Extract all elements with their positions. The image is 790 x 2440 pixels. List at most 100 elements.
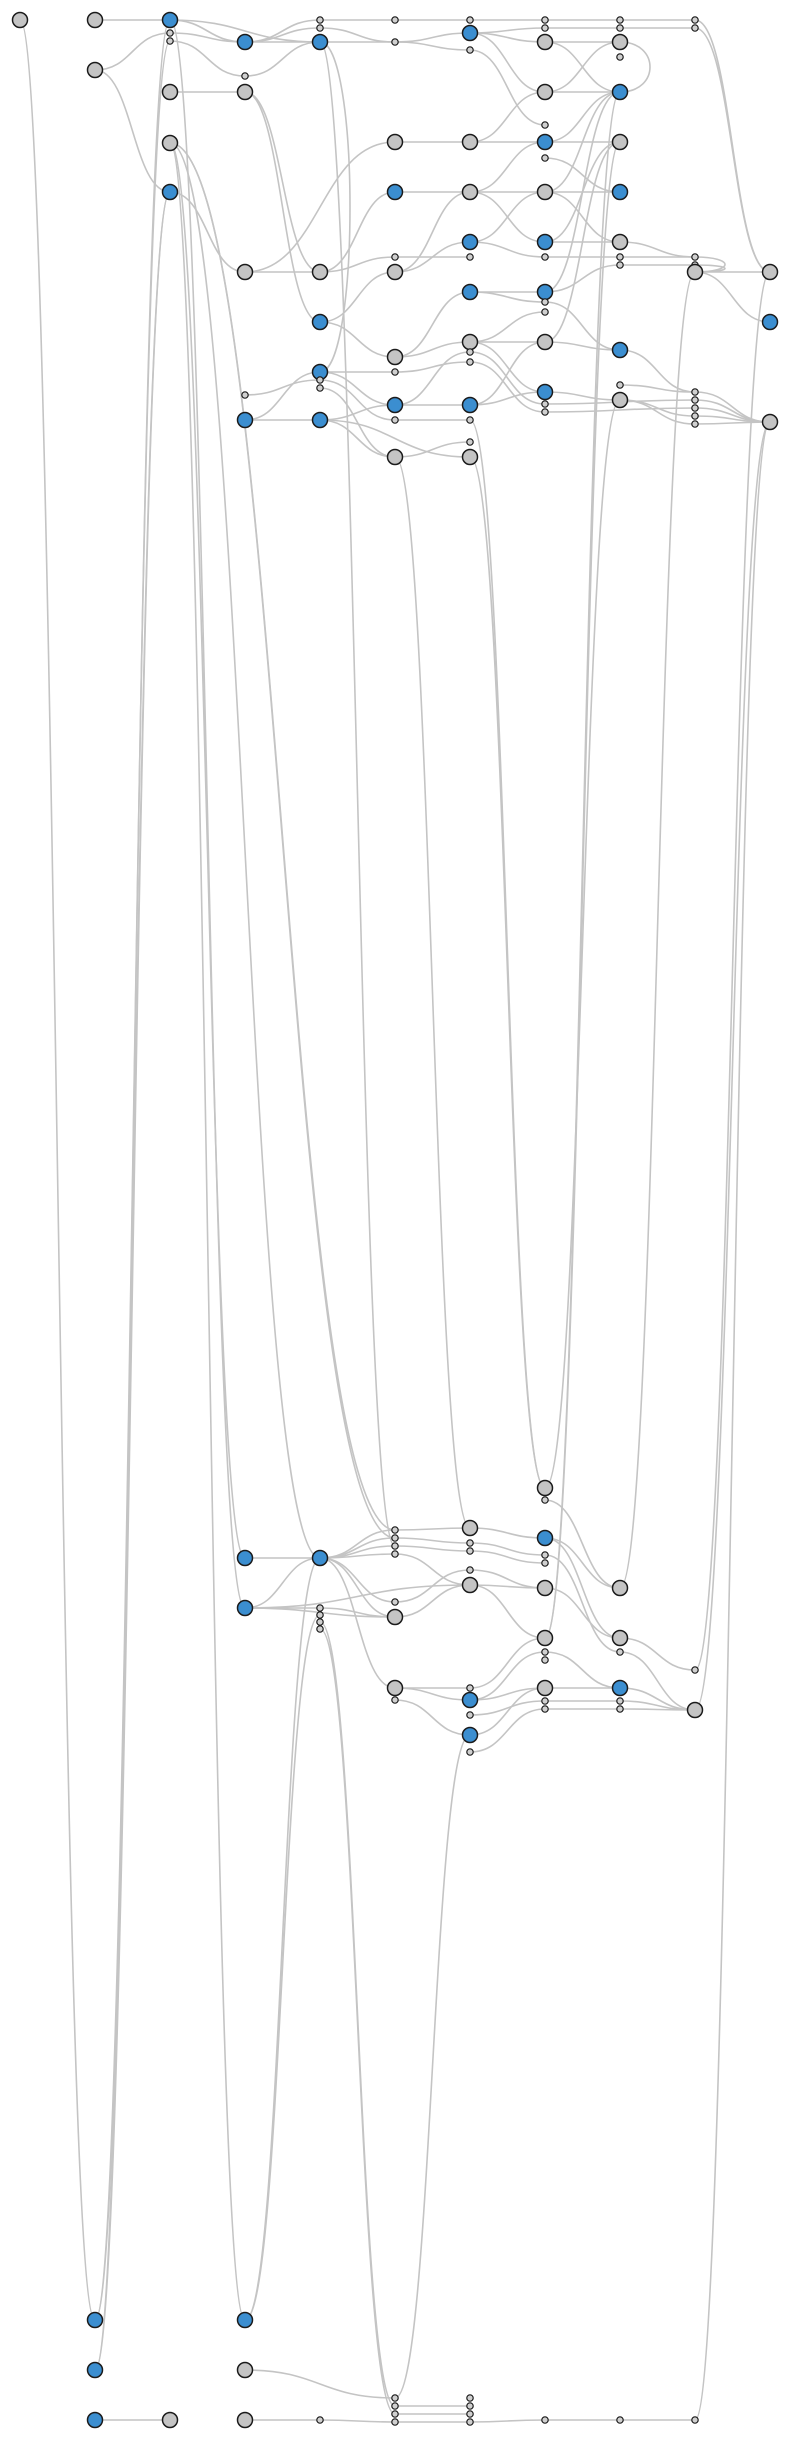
edge-g5-h7s	[469, 241, 546, 258]
edge-d2-e5	[244, 91, 321, 323]
edge-g16s-h15s2	[469, 1708, 546, 1753]
edge-b2-c1s1	[94, 32, 171, 71]
junction-node	[391, 1534, 399, 1542]
junction-node	[541, 121, 549, 129]
gray-node	[236, 83, 254, 101]
junction-node	[466, 253, 474, 261]
edge-j4s4-k3	[694, 415, 771, 423]
edge-c1s2-d1s	[169, 40, 246, 77]
edge-g8-h9	[469, 341, 546, 406]
gray-node	[536, 183, 554, 201]
edge-g17s4-h16s	[469, 2419, 546, 2423]
blue-node	[236, 2311, 254, 2329]
edge-h13-i11	[544, 1587, 621, 1639]
edge-h14-i4	[544, 141, 621, 1639]
junction-node	[391, 2402, 399, 2410]
blue-node	[161, 183, 179, 201]
edge-h8-i7s2	[544, 264, 621, 293]
edge-d1-e1s	[244, 19, 321, 43]
edge-layer	[19, 19, 771, 2423]
blue-node	[311, 1549, 329, 1567]
edge-g10-h11	[469, 456, 546, 1489]
edge-i2-i3	[619, 41, 651, 93]
junction-node	[391, 1696, 399, 1704]
edge-b2-c4	[94, 69, 171, 193]
edge-g7s2-h10s2	[469, 361, 546, 413]
gray-node	[386, 1679, 404, 1697]
edge-j7s-k3	[694, 421, 771, 2421]
blue-node	[611, 83, 629, 101]
edge-d1s-e3	[244, 41, 321, 77]
junction-node	[616, 381, 624, 389]
edge-i8-j4s1	[619, 349, 696, 393]
edge-e9s1-f12	[319, 1607, 396, 1618]
junction-node	[466, 1711, 474, 1719]
gray-node	[236, 2411, 254, 2429]
blue-node	[236, 1599, 254, 1617]
junction-node	[541, 1705, 549, 1713]
blue-node	[461, 1691, 479, 1709]
edge-h9-i4	[544, 141, 621, 343]
edge-g13-h14	[469, 1584, 546, 1639]
edge-e7-g10	[319, 419, 471, 458]
gray-node	[761, 263, 779, 281]
junction-node	[541, 16, 549, 24]
junction-node	[391, 2410, 399, 2418]
gray-node	[611, 1579, 629, 1597]
gray-node	[86, 61, 104, 79]
edge-g15s-h15s1	[469, 1700, 546, 1716]
edge-f6-g5	[394, 241, 471, 273]
edge-f8-g7s1	[394, 351, 471, 406]
junction-node	[691, 1666, 699, 1674]
edge-d7-e9s2	[244, 1614, 321, 2321]
edge-g6-h8s1	[469, 291, 546, 303]
junction-node	[541, 1648, 549, 1656]
gray-node	[161, 83, 179, 101]
edge-h12s1-i12s	[544, 1554, 621, 1653]
blue-node	[311, 411, 329, 429]
edge-g11s2-h12s2	[469, 1550, 546, 1564]
edge-c1-e3	[169, 19, 321, 43]
edge-j4s5-k3	[694, 421, 771, 425]
gray-node	[386, 448, 404, 466]
gray-node	[611, 33, 629, 51]
gray-node	[386, 133, 404, 151]
edge-d8-f14s1	[244, 2369, 396, 2399]
junction-node	[466, 416, 474, 424]
edge-g4-h5	[469, 141, 546, 193]
gray-node	[386, 348, 404, 366]
junction-node	[616, 24, 624, 32]
junction-node	[466, 2418, 474, 2426]
junction-node	[691, 24, 699, 32]
edge-f12-g13	[394, 1584, 471, 1618]
edge-e8-f10s2	[319, 1537, 396, 1559]
edge-g7-h8s2	[469, 311, 546, 343]
edge-f9-g9s	[394, 441, 471, 458]
gray-node	[611, 233, 629, 251]
junction-node	[466, 2410, 474, 2418]
edge-g11-h12	[469, 1527, 546, 1539]
junction-node	[616, 261, 624, 269]
edge-h10-i9	[544, 391, 621, 401]
edge-e8-f13	[319, 1557, 396, 1689]
gray-node	[461, 1519, 479, 1537]
edge-e8-f10s4	[319, 1553, 396, 1559]
edge-c3-e8	[169, 142, 321, 1559]
blue-node	[86, 2411, 104, 2429]
edge-g13-h13	[469, 1584, 546, 1589]
blue-node	[761, 313, 779, 331]
junction-node	[541, 154, 549, 162]
gray-node	[686, 1701, 704, 1719]
junction-node	[316, 1604, 324, 1612]
blue-node	[386, 396, 404, 414]
edge-j1s2-k1	[694, 27, 771, 273]
edge-i8s-j4s1	[619, 384, 696, 393]
gray-node	[236, 263, 254, 281]
gray-node	[536, 1629, 554, 1647]
junction-node	[691, 396, 699, 404]
edge-f2s-g2	[394, 32, 471, 43]
junction-node	[391, 2394, 399, 2402]
blue-node	[611, 341, 629, 359]
edge-c4-b4	[94, 191, 171, 2371]
junction-node	[316, 1625, 324, 1633]
